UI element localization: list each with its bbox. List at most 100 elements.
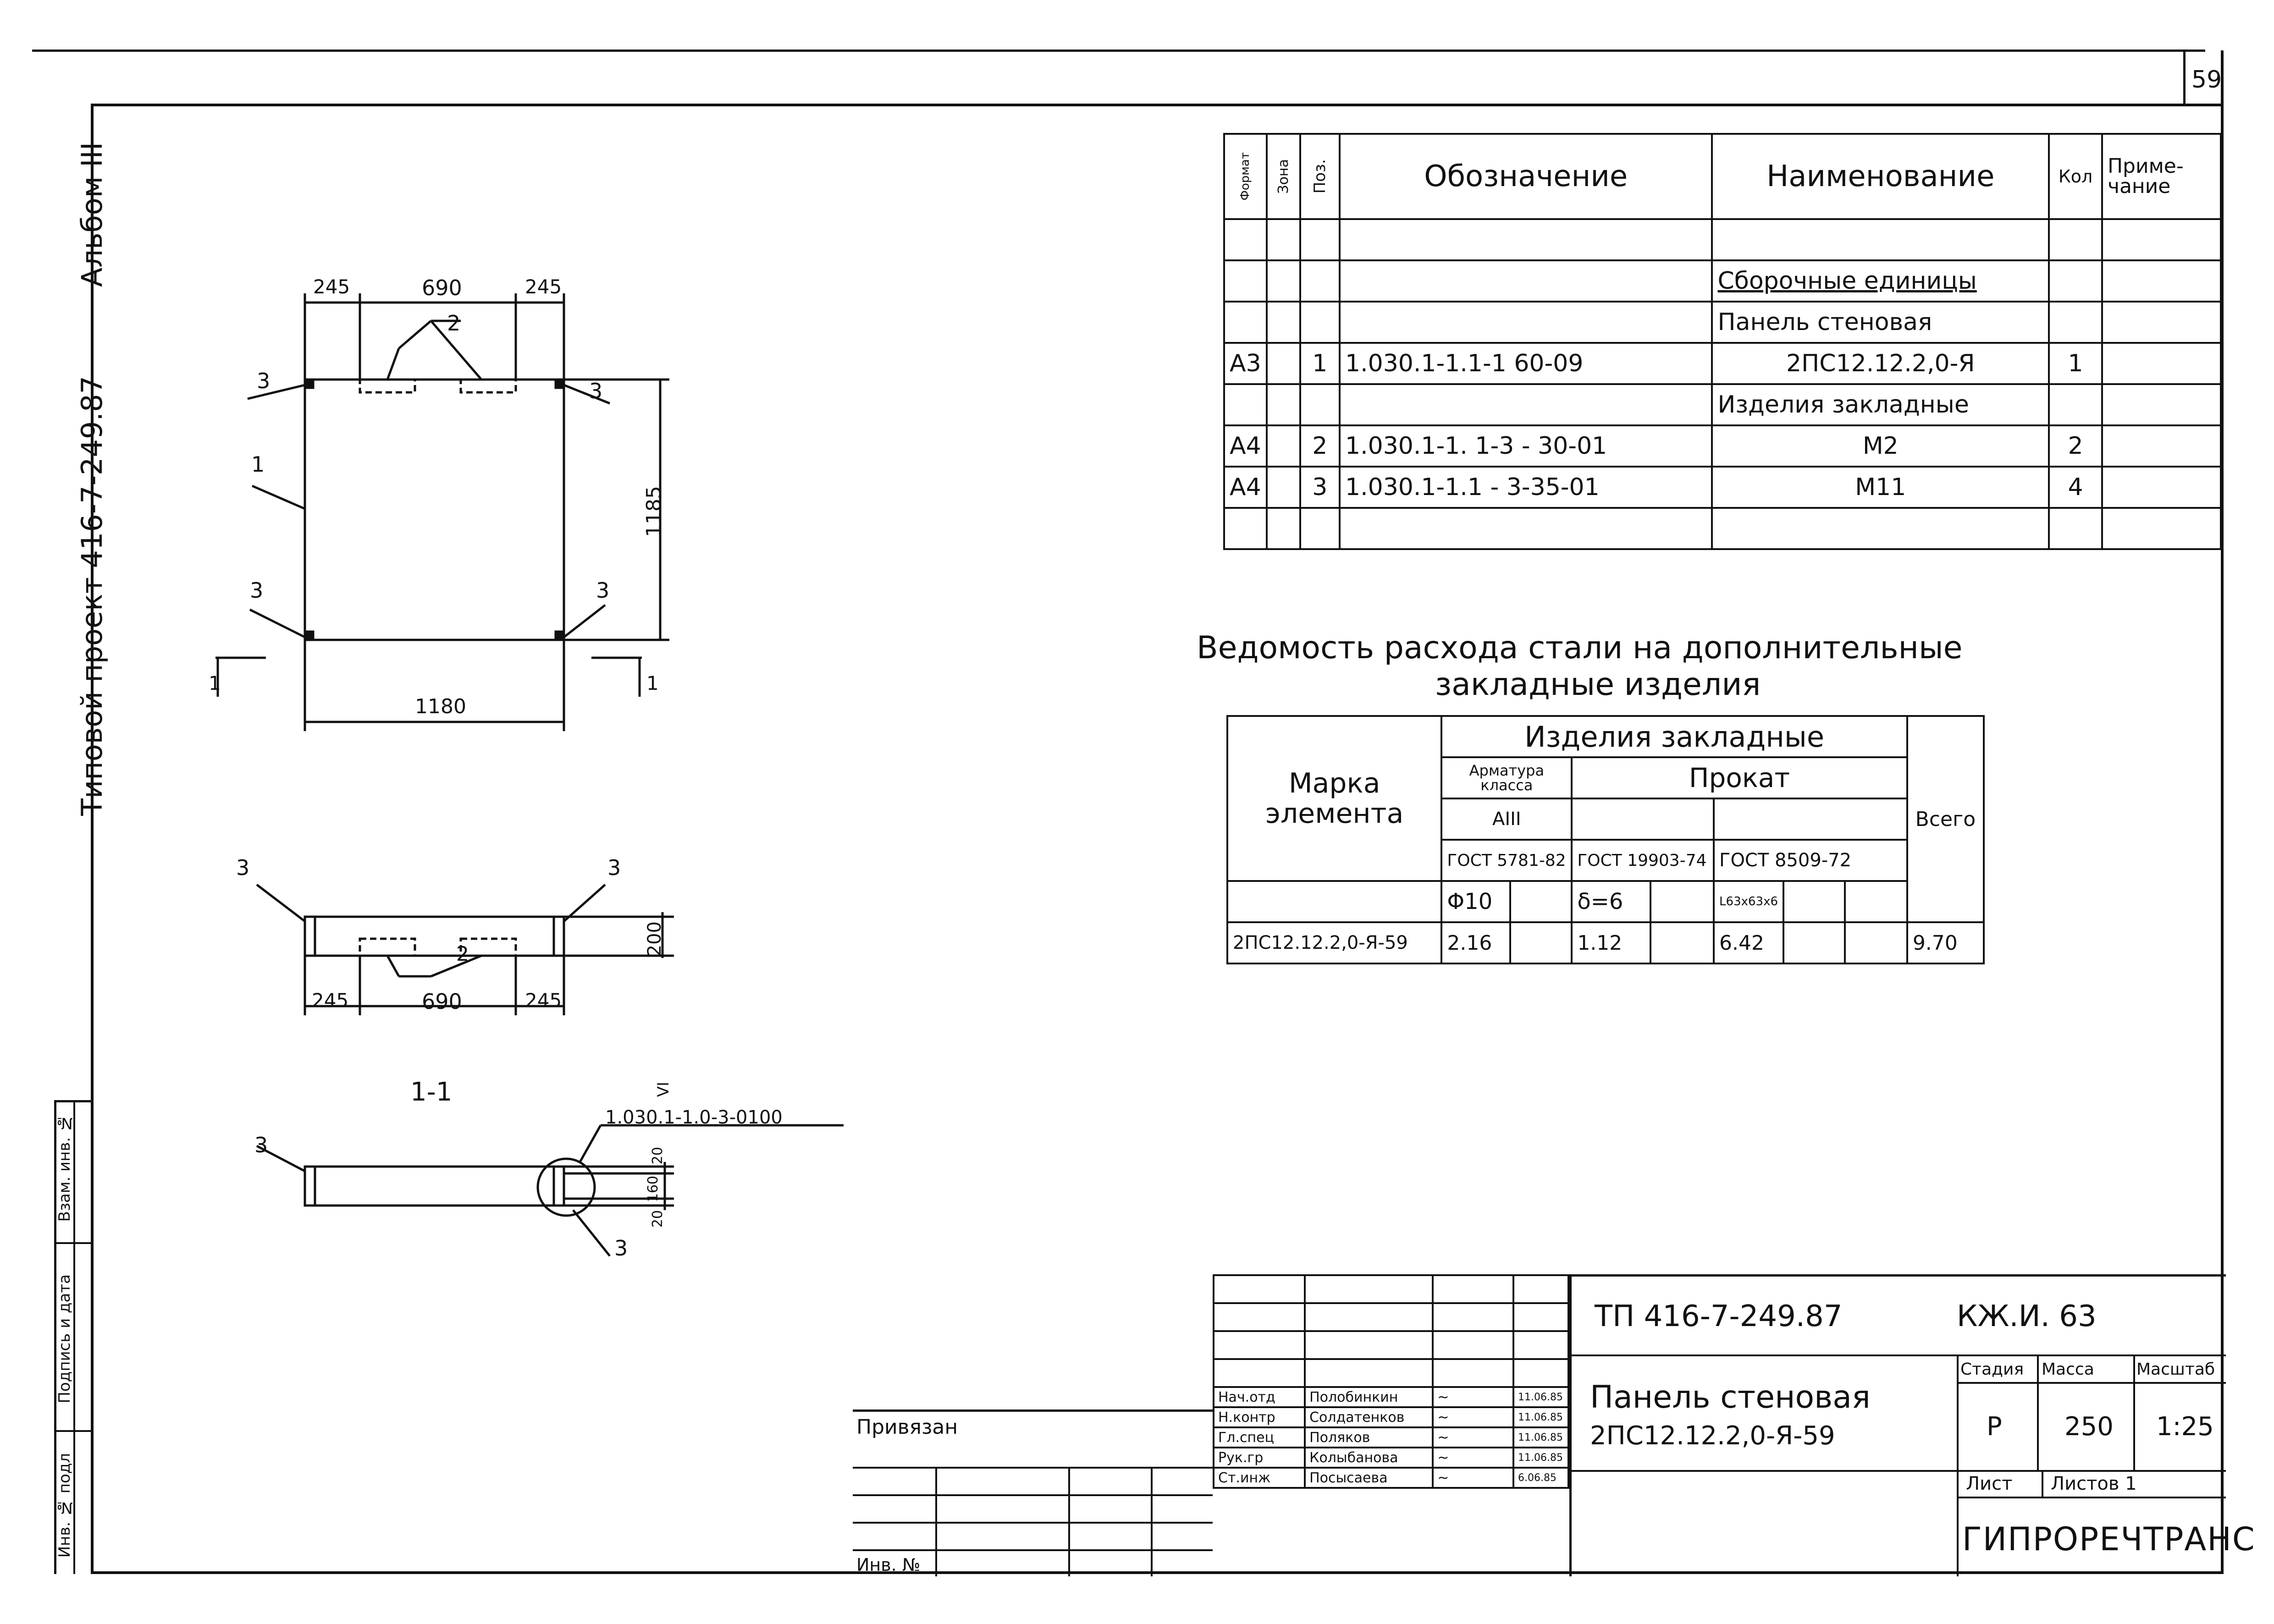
- sig-empty: [1512, 1302, 1569, 1332]
- spec-cell-pos: 2: [1299, 424, 1341, 468]
- steel-class: АIII: [1441, 798, 1573, 841]
- section-title: 1-1: [410, 1077, 453, 1107]
- sheet-code: КЖ.И. 63: [1957, 1299, 2097, 1333]
- side-dim-right: 245: [525, 989, 562, 1012]
- mass-value: 250: [2064, 1412, 2114, 1442]
- spec-cell-pos: [1299, 301, 1341, 344]
- scale-value: 1:25: [2156, 1412, 2214, 1442]
- spec-cell-zone: [1265, 301, 1301, 344]
- pos-label-1: 1: [251, 452, 265, 477]
- spec-cell-fmt: [1223, 218, 1268, 261]
- privyazan-line-3: [853, 1522, 1213, 1524]
- section-mark-right: 1: [646, 672, 659, 694]
- sig-empty: [1304, 1358, 1434, 1388]
- sheet-label: Лист: [1966, 1473, 2013, 1494]
- spec-cell-pos: [1299, 383, 1341, 426]
- privyazan-vline-3: [1151, 1467, 1153, 1576]
- tb-vline-stage: [2037, 1354, 2039, 1471]
- steel-blank-8: [1650, 921, 1715, 964]
- tb-vline-sheet: [2042, 1470, 2043, 1497]
- spec-cell-name: Панель стеновая: [1711, 301, 2050, 344]
- sig-name: Колыбанова: [1304, 1447, 1434, 1469]
- spec-cell-zone: [1265, 218, 1301, 261]
- embed-m2-left: [359, 378, 416, 394]
- side-dim-left: 245: [312, 989, 349, 1012]
- sig-empty: [1432, 1302, 1514, 1332]
- spec-cell-pos: 3: [1299, 466, 1341, 509]
- steel-d2: δ=6: [1571, 880, 1652, 923]
- stamp-strip-div2: [54, 1430, 94, 1432]
- tb-hline-sheet2: [1957, 1497, 2226, 1498]
- sig-empty: [1212, 1330, 1306, 1360]
- small-dim-2: 160: [645, 1176, 661, 1202]
- signature-mark: ~: [1432, 1386, 1514, 1408]
- section-pos-3-node: 3: [614, 1236, 628, 1261]
- side-thickness: 200: [644, 921, 665, 957]
- sig-role: Рук.гр: [1212, 1447, 1306, 1469]
- sig-role: Гл.спец: [1212, 1426, 1306, 1448]
- stage-label: Стадия: [1960, 1360, 2024, 1379]
- sig-empty: [1212, 1302, 1306, 1332]
- specification-table: Формат Зона Поз. Обозначение Наименовани…: [1223, 133, 2222, 550]
- privyazan-vline-2: [1068, 1467, 1070, 1576]
- sig-name: Солдатенков: [1304, 1406, 1434, 1428]
- steel-blank-3: [1509, 880, 1573, 923]
- spec-cell-qty: [2048, 259, 2103, 303]
- spec-cell-qty: [2048, 301, 2103, 344]
- sig-empty: [1304, 1302, 1434, 1332]
- corner-embed-tl: [304, 378, 315, 389]
- spec-cell-zone: [1265, 507, 1301, 550]
- dim-top-left: 245: [313, 275, 350, 298]
- steel-armature-header: Арматура класса: [1441, 756, 1573, 799]
- sig-date: 11.06.85: [1512, 1406, 1569, 1428]
- frame-right: [2221, 50, 2224, 1574]
- sig-role: Н.контр: [1212, 1406, 1306, 1428]
- inv-no-label: Инв. №: [856, 1555, 921, 1575]
- top-edge-line: [32, 50, 2205, 52]
- corner-embed-br: [554, 630, 565, 641]
- spec-row: Панель стеновая: [1223, 301, 2222, 344]
- side-pos-2: 2: [456, 942, 469, 966]
- privyazan-line-2: [853, 1494, 1213, 1496]
- tb-hline-2: [1572, 1470, 1957, 1472]
- title-block-main: ТП 416-7-249.87 КЖ.И. 63 Панель стеновая…: [1569, 1274, 2255, 1576]
- spec-cell-note: [2101, 507, 2222, 550]
- spec-cell-zone: [1265, 259, 1301, 303]
- spec-row: Изделия закладные: [1223, 383, 2222, 426]
- spec-cell-note: [2101, 383, 2222, 426]
- steel-table: Марка элемента Изделия закладные Всего А…: [1226, 715, 1985, 964]
- spec-head-qty: Кол: [2048, 133, 2103, 220]
- panel-mark: 2ПС12.12.2,0-Я-59: [1590, 1421, 1835, 1451]
- spec-cell-name: М11: [1711, 466, 2050, 509]
- spec-cell-pos: [1299, 507, 1341, 550]
- sig-empty: [1304, 1274, 1434, 1304]
- small-dim-3: 20: [650, 1210, 666, 1228]
- steel-row-mark: 2ПС12.12.2,0-Я-59: [1226, 921, 1443, 964]
- pos-label-3-bl: 3: [250, 578, 264, 603]
- steel-blank-4: [1650, 880, 1715, 923]
- steel-v2: 1.12: [1571, 921, 1652, 964]
- tb-hline-sheet: [1957, 1470, 2226, 1472]
- tb-vline-main: [1957, 1354, 1959, 1576]
- spec-cell-code: 1.030.1-1.1-1 60-09: [1338, 342, 1713, 385]
- spec-cell-fmt: A4: [1223, 424, 1268, 468]
- spec-cell-pos: [1299, 259, 1341, 303]
- dim-top-mid: 690: [422, 275, 462, 300]
- spec-row: Сборочные единицы: [1223, 259, 2222, 303]
- spec-cell-fmt: [1223, 301, 1268, 344]
- signature-mark: ~: [1432, 1447, 1514, 1469]
- sig-empty: [1512, 1274, 1569, 1304]
- tb-hline-stage: [1957, 1382, 2226, 1384]
- privyazan-label: Привязан: [856, 1415, 958, 1439]
- sig-date: 6.06.85: [1512, 1467, 1569, 1489]
- steel-title-line1: Ведомость расхода стали на дополнительны…: [1197, 630, 1963, 666]
- spec-row: [1223, 507, 2222, 550]
- frame-bottom: [91, 1571, 2224, 1574]
- corner-embed-tr: [554, 378, 565, 389]
- steel-d1: Φ10: [1441, 880, 1512, 923]
- spec-cell-zone: [1265, 383, 1301, 426]
- tb-hline-1: [1572, 1354, 2226, 1356]
